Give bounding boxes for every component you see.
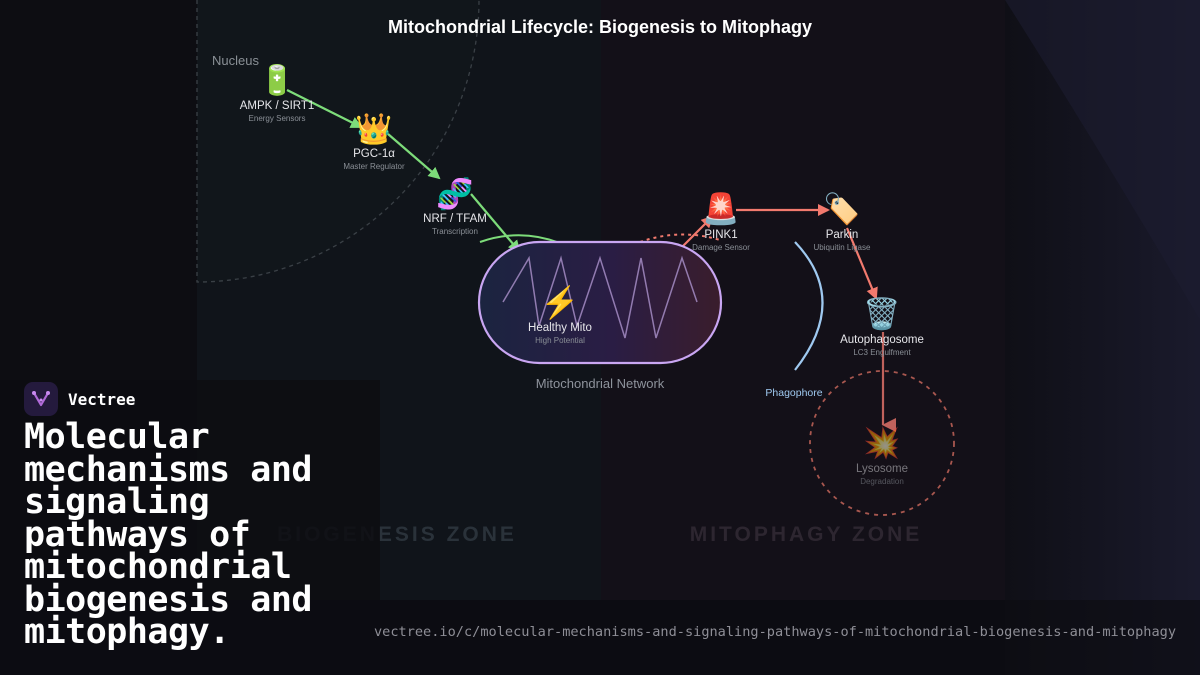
headline: Molecular mechanisms and signaling pathw… [24,417,313,652]
node-label: PGC-1α [353,148,395,160]
node-label: AMPK / SIRT1 [240,100,315,112]
phagophore-membrane [794,241,824,371]
source-url[interactable]: vectree.io/c/molecular-mechanisms-and-si… [373,624,1176,640]
dna-icon: 🧬 [436,175,473,212]
nucleus-boundary [196,0,480,283]
arrow-parkin-to-autophagosome [845,227,878,300]
node-sublabel: High Potential [535,336,585,345]
node-sublabel: Degradation [860,477,904,486]
fusion-arc [479,234,561,244]
tag-icon: 🏷️ [823,191,860,226]
explosion-icon: 💥 [863,425,900,461]
node-label: Healthy Mito [528,322,592,334]
node-lysosome: 💥 Lysosome Degradation [856,425,908,486]
node-label: PINK1 [704,229,737,241]
phagophore-label: Phagophore [765,387,822,399]
node-autophagosome: 🗑️ Autophagosome LC3 Engulfment [840,296,924,357]
node-sublabel: Energy Sensors [249,114,306,123]
lightning-icon: ⚡ [541,284,580,321]
damage-arc [639,233,721,243]
arrow-pgc-to-nrf [387,133,441,180]
siren-icon: 🚨 [702,191,739,226]
mitophagy-zone-label: MITOPHAGY ZONE [690,523,923,546]
node-ampk-sirt1: 🔋 AMPK / SIRT1 Energy Sensors [240,63,315,123]
brand: Vectree [24,382,135,416]
cristae [502,255,698,339]
vectree-logo-icon [24,382,58,416]
trash-icon: 🗑️ [863,296,900,331]
lysosome-boundary [809,370,955,516]
crown-icon: 👑 [355,112,392,146]
brand-name: Vectree [68,389,136,409]
node-nrf-tfam: 🧬 NRF / TFAM Transcription [423,175,487,236]
network-label: Mitochondrial Network [536,376,665,391]
node-sublabel: Damage Sensor [692,243,750,252]
node-sublabel: Ubiquitin Ligase [814,243,871,252]
node-label: NRF / TFAM [423,213,487,225]
node-pgc1a: 👑 PGC-1α Master Regulator [343,112,405,171]
nucleus-label: Nucleus [212,53,259,68]
node-sublabel: Transcription [432,227,478,236]
node-label: Parkin [826,229,859,241]
arrow-nrf-to-mito [470,193,521,253]
node-label: Lysosome [856,463,908,475]
battery-icon: 🔋 [259,63,295,97]
diagram-title: Mitochondrial Lifecycle: Biogenesis to M… [388,17,812,37]
arrow-mito-to-pink1 [681,215,714,248]
node-sublabel: Master Regulator [343,162,405,171]
mitochondrion-body [477,240,723,365]
node-label: Autophagosome [840,334,924,346]
arrow-ampk-to-pgc [286,89,363,128]
node-parkin: 🏷️ Parkin Ubiquitin Ligase [814,191,871,252]
node-healthy-mito: ⚡ Healthy Mito High Potential [528,284,592,345]
node-pink1: 🚨 PINK1 Damage Sensor [692,191,750,252]
node-sublabel: LC3 Engulfment [853,348,911,357]
